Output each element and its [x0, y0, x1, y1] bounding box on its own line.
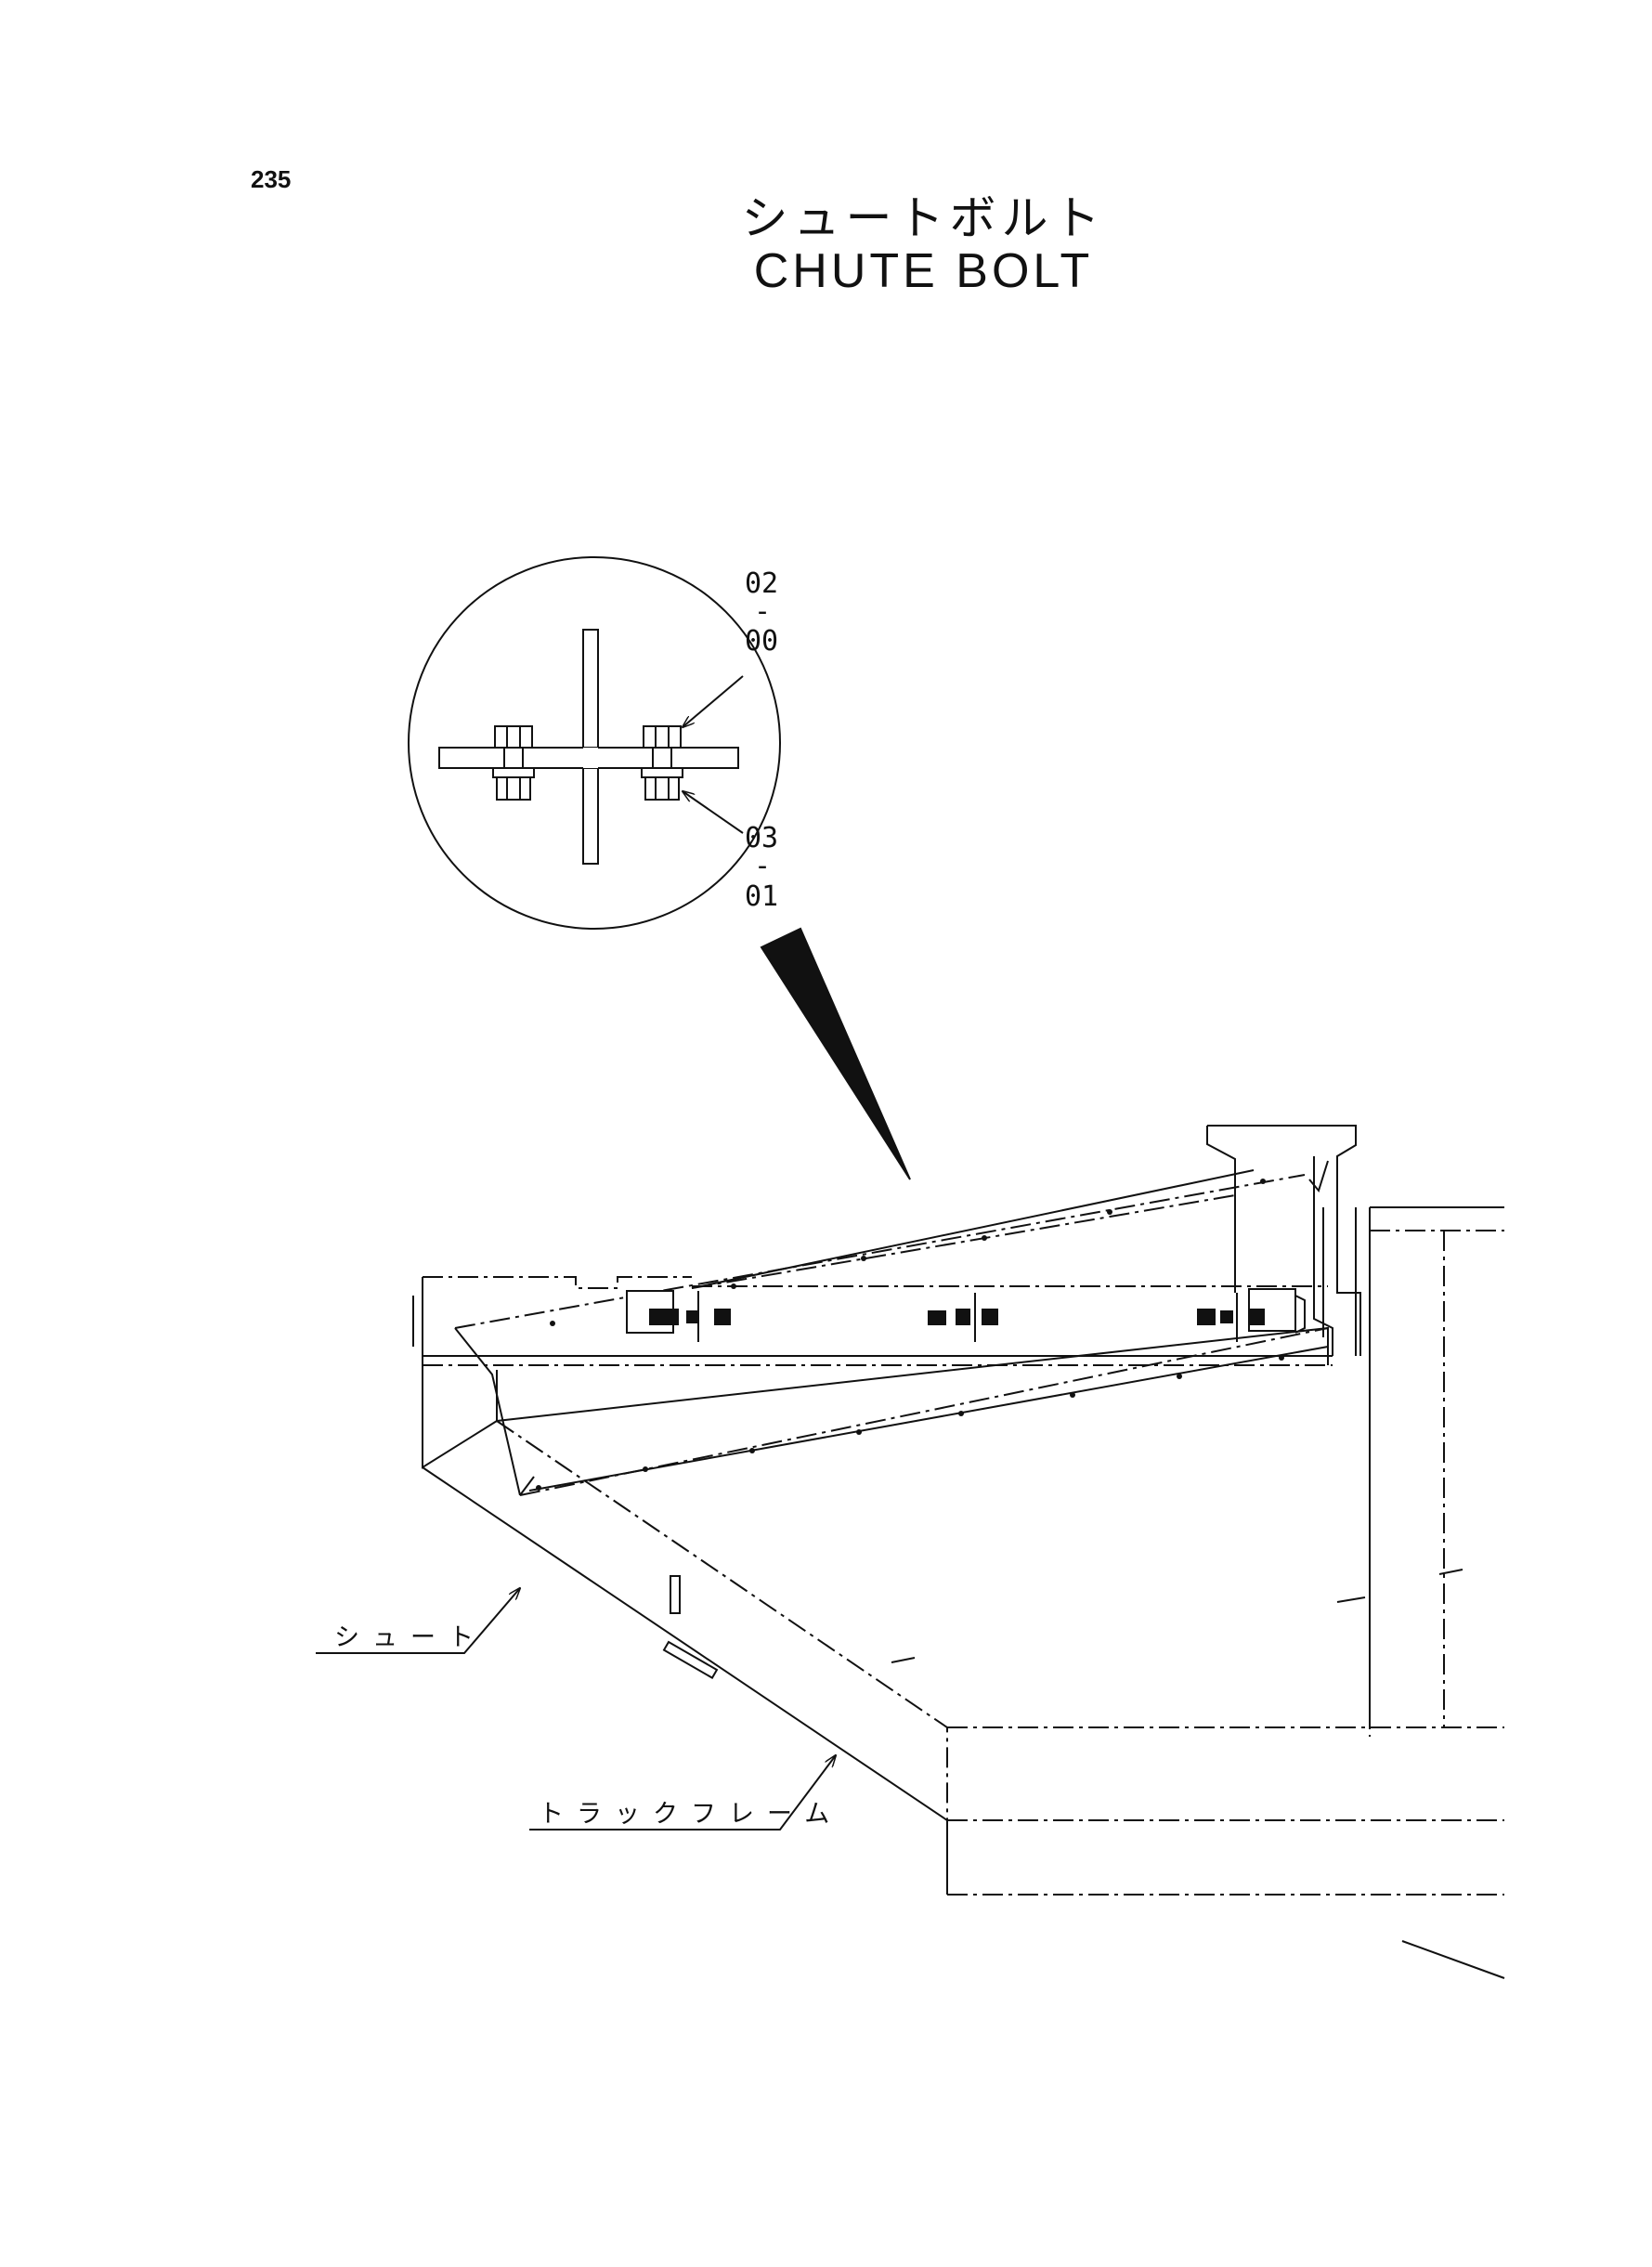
callout-lower-bottom: 01 [745, 880, 778, 913]
track-frame-leader [529, 1755, 836, 1831]
detail-view [408, 556, 911, 1180]
right-bolt [641, 725, 683, 801]
rail-bolt-2 [928, 1293, 998, 1342]
left-bolt [492, 725, 535, 801]
detail-circle [408, 556, 781, 930]
callout-lower-top: 03 [745, 822, 778, 854]
leader-lower [683, 791, 744, 834]
rail-bolt-3 [1197, 1293, 1265, 1342]
callout-lower-sep: - [754, 850, 771, 882]
detail-pointer [760, 927, 911, 1180]
page-number: 235 [251, 165, 292, 193]
top-rail [422, 1277, 1333, 1357]
chute-label: シュート [334, 1623, 487, 1652]
callout-upper-sep: - [754, 595, 771, 628]
title-japanese: シュートボルト [741, 191, 1106, 245]
rivet-dots [536, 1179, 1284, 1491]
chute-leader [316, 1588, 520, 1654]
callout-upper-bottom: 00 [745, 625, 778, 658]
riser-bracket [1207, 1125, 1361, 1356]
track-frame-label: トラックフレーム [539, 1800, 842, 1829]
title-english: CHUTE BOLT [753, 244, 1094, 298]
chute-body [422, 1326, 1329, 1469]
main-assembly [412, 1125, 1505, 1979]
leader-upper [683, 675, 744, 727]
callout-upper-top: 02 [745, 567, 778, 600]
rail-bolts [649, 1291, 1265, 1342]
rail-bolt-1 [649, 1291, 731, 1342]
